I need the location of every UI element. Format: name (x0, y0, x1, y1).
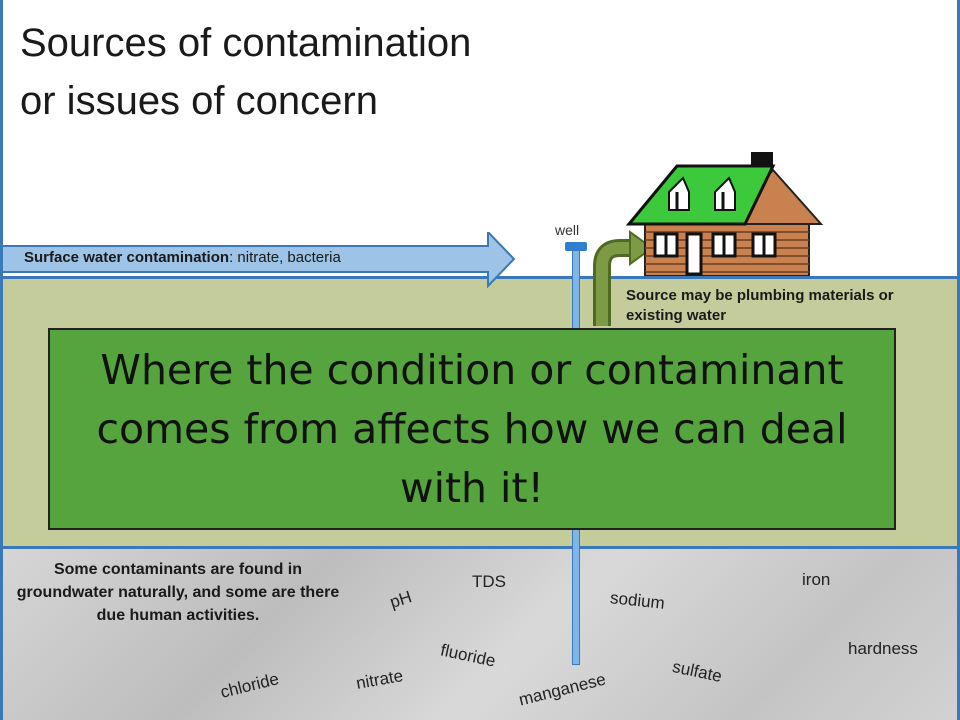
title-line-2: or issues of concern (20, 79, 378, 123)
surface-water-arrow (0, 232, 516, 288)
plumbing-note: Source may be plumbing materials or exis… (626, 287, 894, 324)
house-icon (625, 152, 824, 276)
contaminant-iron: iron (802, 570, 831, 589)
well-label: well (555, 222, 580, 238)
groundwater-note: Some contaminants are found in groundwat… (16, 561, 340, 624)
slide-title: Sources of contamination or issues of co… (20, 14, 471, 130)
surface-water-label-rest: : nitrate, bacteria (229, 249, 341, 266)
surface-water-label: Surface water contamination: nitrate, ba… (24, 249, 341, 266)
title-line-1: Sources of contamination (20, 21, 472, 65)
key-message-banner: Where the condition or contaminant comes… (48, 328, 896, 530)
bedrock-layer (0, 549, 960, 720)
surface-water-label-bold: Surface water contamination (24, 249, 230, 266)
contaminant-hardness: hardness (848, 639, 918, 658)
well-cap (565, 242, 587, 251)
plumbing-bend-pipe (593, 230, 654, 326)
contaminant-tds: TDS (472, 572, 506, 591)
